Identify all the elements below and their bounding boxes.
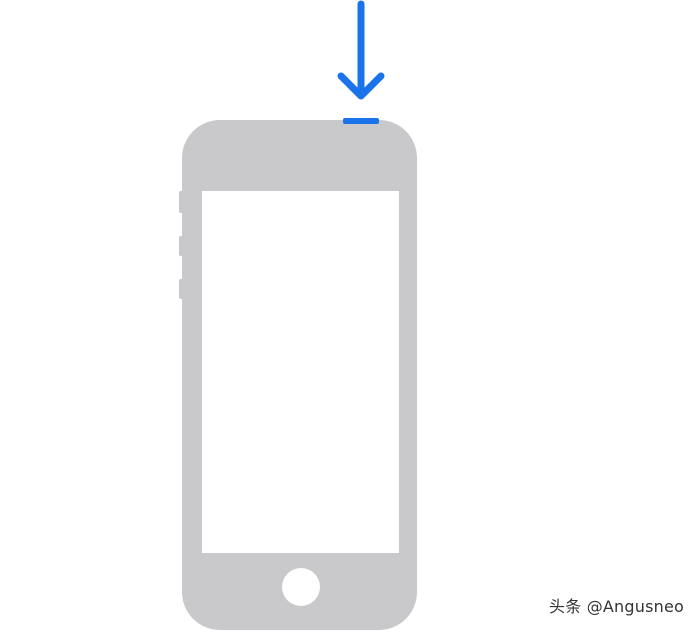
top-button-highlight: [343, 118, 379, 124]
arrow-down-icon: [337, 0, 385, 100]
watermark-text: 头条 @Angusneo: [549, 597, 684, 616]
phone-screen: [202, 191, 399, 553]
home-button: [282, 568, 320, 606]
arrow-head: [337, 72, 385, 100]
